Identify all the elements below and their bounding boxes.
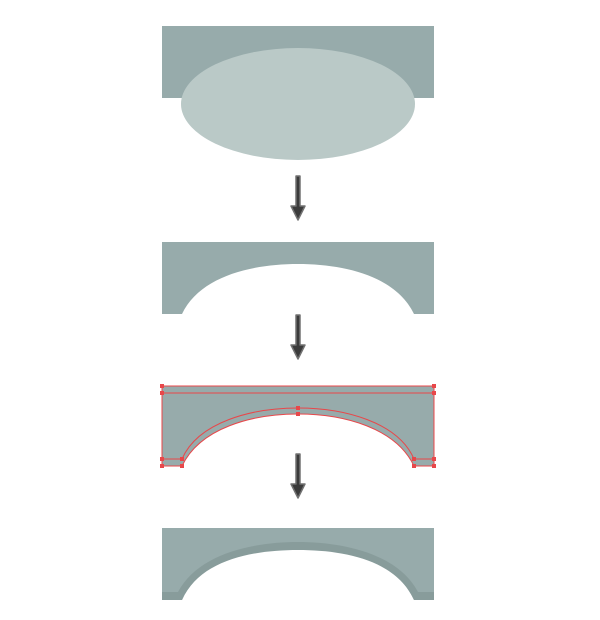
arrow-down-icon xyxy=(290,175,306,221)
step-3-anchor-points xyxy=(160,384,436,468)
step-4-shadow-band xyxy=(162,542,434,600)
arrow-down-icon xyxy=(290,453,306,499)
step-3-arch-shape xyxy=(162,386,434,466)
step-2-arch xyxy=(162,242,434,314)
step-1-rectangle-ellipse xyxy=(162,26,434,160)
step-2-arch-shape xyxy=(162,242,434,314)
step-1-ellipse xyxy=(181,48,415,160)
step-3-arch-selected xyxy=(160,384,436,468)
step-4-arch-shape xyxy=(162,528,434,600)
arrow-down-icon xyxy=(290,314,306,360)
step-4-arch-shaded xyxy=(162,528,434,600)
